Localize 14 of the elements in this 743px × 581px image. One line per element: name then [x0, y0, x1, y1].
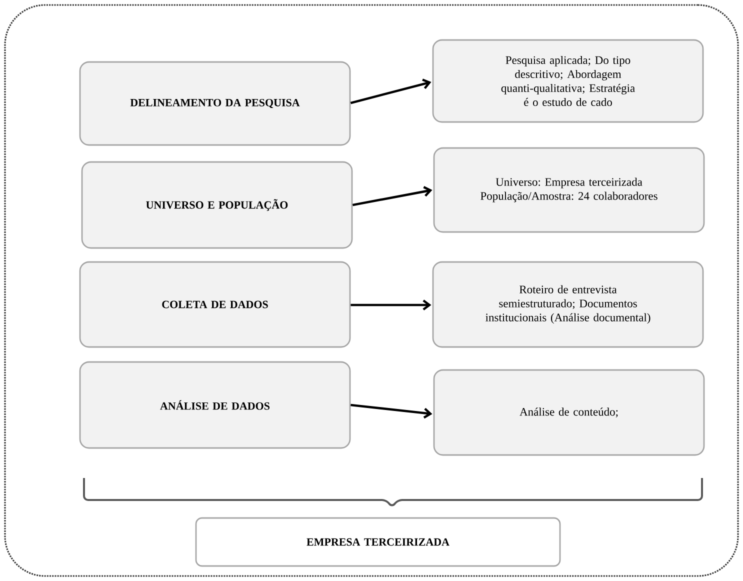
arrow — [350, 300, 432, 310]
step-box: COLETA DE DADOS — [79, 261, 351, 348]
step-box: DELINEAMENTO DA PESQUISA — [79, 61, 351, 146]
step-box: ANÁLISE DE DADOS — [79, 361, 351, 449]
detail-box: Roteiro de entrevista semiestruturado; Documentos institucionais (Análise documental) — [432, 261, 704, 348]
arrow — [350, 404, 432, 419]
detail-box: Análise de conteúdo; — [433, 369, 705, 456]
arrow — [352, 186, 432, 206]
dotted-frame — [4, 4, 739, 577]
arrow — [350, 78, 432, 104]
detail-box: Universo: Empresa terceirizada População/Amostra: 24 colaboradores — [433, 147, 705, 233]
base-box: EMPRESA TERCEIRIZADA — [195, 517, 561, 567]
step-box: UNIVERSO E POPULAÇÃO — [81, 161, 353, 249]
detail-box: Pesquisa aplicada; Do tipo descritivo; Abordagem quanti-qualitativa; Estratégia é o estudo de cado — [432, 39, 704, 123]
